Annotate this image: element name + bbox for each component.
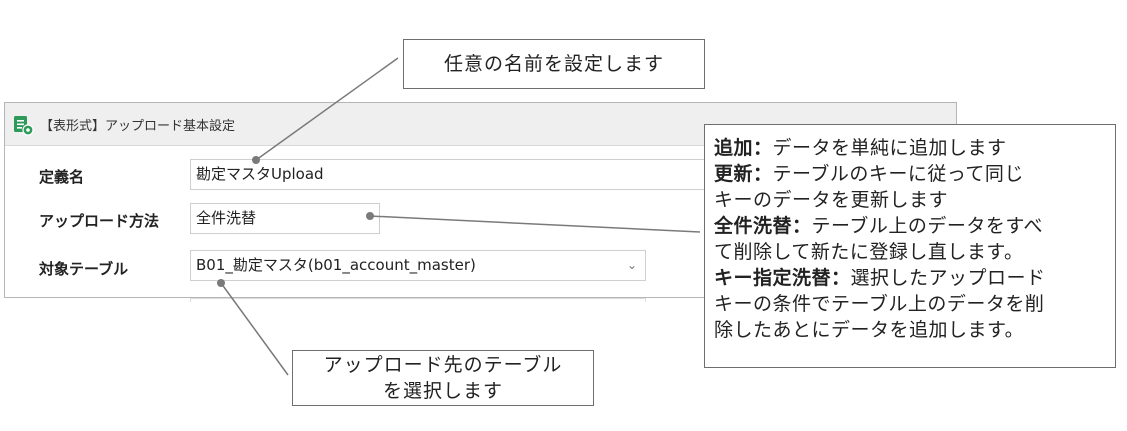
upload-method-value: 全件洗替: [196, 209, 257, 227]
chevron-down-icon: ⌄: [626, 258, 637, 272]
help-replace-all-term: 全件洗替：: [714, 215, 812, 237]
callout-upload-method-help: 追加：データを単純に追加します 更新：テーブルのキーに従って同じ キーのデータを…: [704, 124, 1116, 368]
target-table-select[interactable]: B01_勘定マスタ(b01_account_master) ⌄: [190, 250, 646, 281]
help-replace-all-text-1: テーブル上のデータをすべ: [811, 215, 1044, 237]
help-key-replace-term: キー指定洗替：: [714, 267, 851, 289]
upload-method-select[interactable]: 全件洗替: [190, 203, 380, 234]
help-add: 追加：データを単純に追加します: [714, 135, 1107, 161]
help-update-text-1: テーブルのキーに従って同じ: [772, 163, 1024, 185]
help-key-replace: キー指定洗替：選択したアップロード: [714, 265, 1107, 291]
help-replace-all-text-2: て削除して新たに登録し直します。: [714, 241, 1024, 263]
help-key-replace-text-1: 選択したアップロード: [850, 267, 1046, 289]
next-field-partial: [190, 298, 646, 302]
help-update: 更新：テーブルのキーに従って同じ: [714, 161, 1107, 187]
callout-table-hint-line2: を選択します: [382, 380, 503, 402]
help-update-text-2: キーのデータを更新します: [714, 189, 949, 211]
callout-table-hint-line1: アップロード先のテーブル: [323, 354, 563, 376]
callout-table-hint: アップロード先のテーブル を選択します: [292, 350, 594, 406]
callout-name-hint: 任意の名前を設定します: [403, 39, 705, 89]
document-settings-icon: [12, 114, 34, 136]
help-key-replace-text-2: キーの条件でテーブル上のデータを削: [714, 293, 1045, 315]
help-replace-all: 全件洗替：テーブル上のデータをすべ: [714, 213, 1107, 239]
help-add-term: 追加：: [714, 137, 773, 159]
help-add-text: データを単純に追加します: [772, 137, 1007, 159]
target-table-value: B01_勘定マスタ(b01_account_master): [196, 256, 476, 274]
definition-name-label: 定義名: [39, 168, 85, 186]
help-update-term: 更新：: [714, 163, 773, 185]
upload-method-label: アップロード方法: [39, 212, 160, 230]
target-table-label: 対象テーブル: [39, 260, 129, 278]
help-key-replace-text-3: 除したあとにデータを追加します。: [714, 319, 1025, 341]
panel-title: 【表形式】アップロード基本設定: [40, 119, 236, 134]
